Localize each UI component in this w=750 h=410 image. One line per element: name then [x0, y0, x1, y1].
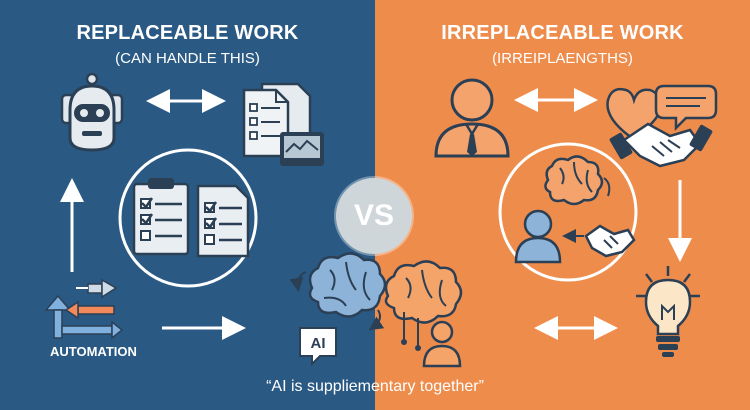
left-title: REPLACEABLE WORK — [76, 22, 299, 44]
handshake-icon — [584, 224, 636, 258]
ai-label: AI — [310, 334, 326, 352]
chat-bubble-icon — [654, 84, 718, 132]
automation-label: AUTOMATION — [50, 344, 137, 359]
brain-icon — [289, 252, 387, 331]
left-circle — [118, 148, 258, 288]
brain-person-icon — [384, 260, 463, 368]
pipeline-icon — [44, 278, 124, 340]
right-subtitle: (IRREIPLAENGTHS) — [492, 50, 633, 67]
handshake-icon — [609, 122, 713, 168]
clipboard-checklist-icon — [132, 178, 250, 258]
documents-icon — [242, 82, 324, 166]
ai-bubble — [299, 327, 337, 367]
vs-badge: VS — [336, 178, 412, 254]
right-title: IRREPLACEABLE WORK — [441, 22, 684, 44]
left-subtitle: (CAN HANDLE THIS) — [115, 50, 260, 67]
person-silhouette-icon — [514, 209, 562, 264]
lightbulb-icon — [636, 266, 700, 357]
brain-icon — [544, 155, 611, 206]
robot-icon — [60, 72, 124, 152]
person-icon — [434, 78, 510, 158]
right-circle — [498, 142, 638, 282]
bottom-quote: “AI is suppliementary together” — [266, 378, 484, 395]
